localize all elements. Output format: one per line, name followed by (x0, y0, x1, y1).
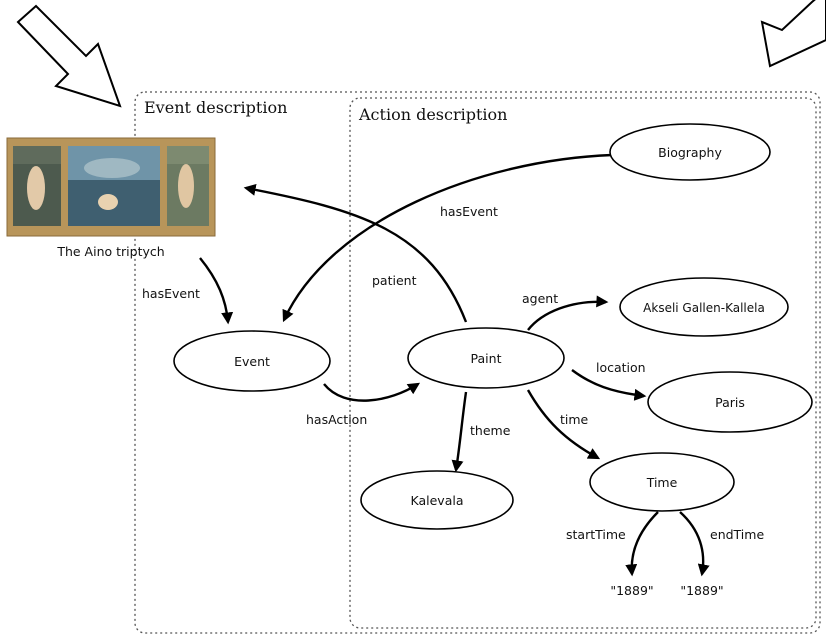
node-paint-label: Paint (471, 351, 502, 366)
edge-hasevent-biography (282, 153, 613, 323)
edge-hasaction (323, 382, 421, 402)
node-paris: Paris (647, 371, 813, 433)
pointer-arrow-right-icon (760, 0, 826, 68)
label-agent: agent (522, 291, 558, 306)
label-location: location (596, 360, 646, 375)
label-hasevent-image: hasEvent (142, 286, 200, 301)
label-starttime: startTime (566, 527, 626, 542)
node-akseli-label: Akseli Gallen-Kallela (643, 301, 765, 315)
node-start-value: "1889" (610, 583, 653, 598)
action-description-region (349, 97, 817, 629)
event-description-region (134, 91, 821, 634)
edge-patient (243, 183, 468, 323)
node-biography: Biography (609, 123, 771, 181)
node-end-value: "1889" (680, 583, 723, 598)
edge-time (526, 389, 601, 460)
node-paris-label: Paris (715, 395, 745, 410)
event-description-title: Event description (144, 98, 287, 117)
node-kalevala: Kalevala (360, 470, 514, 530)
edge-starttime (625, 511, 659, 577)
label-hasaction: hasAction (306, 412, 367, 427)
edge-hasevent-image (199, 257, 234, 325)
node-kalevala-label: Kalevala (411, 493, 464, 508)
edge-theme (451, 391, 468, 473)
label-endtime: endTime (710, 527, 764, 542)
aino-triptych-image (6, 137, 216, 237)
image-caption: The Aino triptych (56, 244, 164, 259)
node-time: Time (589, 452, 735, 512)
node-biography-label: Biography (658, 145, 722, 160)
edge-endtime (679, 511, 710, 577)
node-time-label: Time (646, 475, 678, 490)
action-description-title: Action description (358, 105, 507, 124)
label-patient: patient (372, 273, 417, 288)
edge-agent (527, 295, 609, 331)
node-paint: Paint (407, 327, 565, 389)
label-time: time (560, 412, 589, 427)
node-akseli: Akseli Gallen-Kallela (619, 277, 789, 337)
label-hasevent-biography: hasEvent (440, 204, 498, 219)
label-theme: theme (470, 423, 511, 438)
pointer-arrow-left-icon (16, 4, 122, 108)
node-event: Event (173, 330, 331, 392)
edge-location (571, 369, 647, 401)
node-event-label: Event (234, 354, 270, 369)
